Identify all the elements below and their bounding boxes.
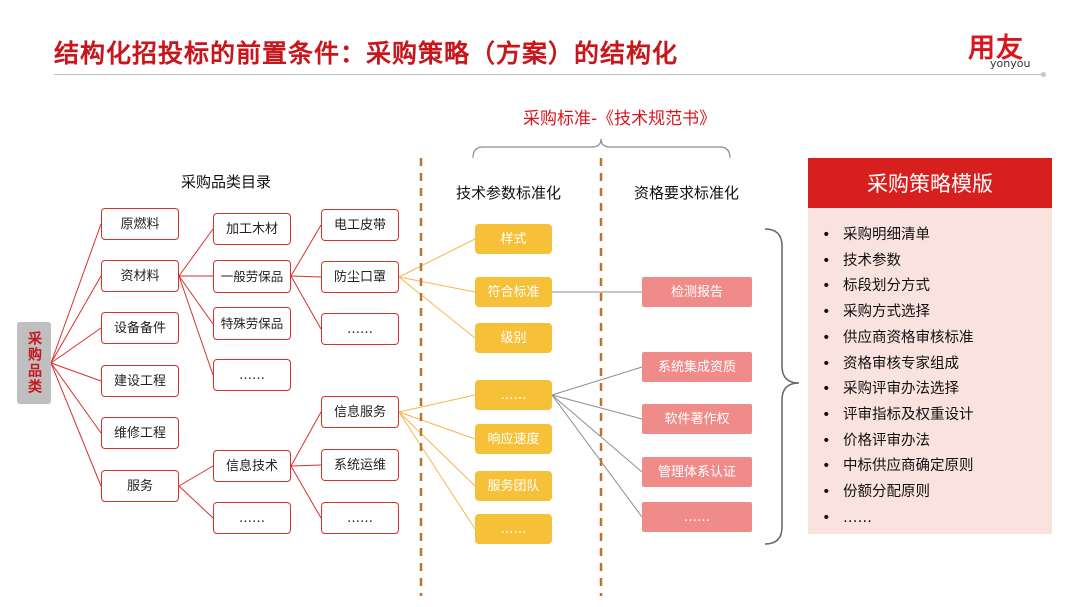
bullet-icon: • [822, 278, 831, 295]
root-category-box: 采购品类 [17, 322, 51, 404]
list-item: • 中标供应商确定原则 [822, 454, 1052, 480]
category-l3-info-service: 信息服务 [321, 396, 399, 428]
list-item-text: 标段划分方式 [843, 278, 930, 295]
yonyou-logo: 用友 [968, 33, 1024, 64]
list-item-text: 供应商资格审核标准 [843, 329, 974, 346]
list-item-text: 评审指标及权重设计 [843, 406, 974, 423]
list-item: • 供应商资格审核标准 [822, 326, 1052, 352]
category-l1-service: 服务 [101, 470, 179, 502]
category-l3-more: …… [321, 313, 399, 345]
list-item-text: …… [843, 509, 872, 526]
list-item: • …… [822, 506, 1052, 532]
category-l2-wood: 加工木材 [213, 213, 291, 245]
list-item-text: 采购评审办法选择 [843, 381, 959, 398]
list-item: • 标段划分方式 [822, 274, 1052, 300]
qual-item-software-copyright: 软件著作权 [642, 404, 752, 434]
category-l2-special-ppe: 特殊劳保品 [213, 307, 291, 340]
bullet-icon: • [822, 381, 831, 398]
qual-item-integration-cert: 系统集成资质 [642, 352, 752, 382]
bullet-icon: • [822, 329, 831, 346]
list-item-text: 价格评审办法 [843, 432, 930, 449]
category-l1-construction: 建设工程 [101, 365, 179, 397]
tech-item-more-2: …… [475, 514, 552, 544]
tech-item-compliance: 符合标准 [475, 277, 552, 307]
tech-item-service-team: 服务团队 [475, 471, 552, 501]
strategy-template-panel: 采购策略模版 • 采购明细清单 • 技术参数 • 标段划分方式 • 采购方式选择 • 供应… [808, 158, 1052, 534]
tech-standard-label: 技术参数标准化 [456, 184, 562, 202]
list-item: • 价格评审办法 [822, 429, 1052, 455]
category-l1-raw-fuel: 原燃料 [101, 208, 179, 240]
bullet-icon: • [822, 432, 831, 449]
qual-item-test-report: 检测报告 [642, 277, 752, 307]
category-l3-mask: 防尘口罩 [321, 261, 399, 293]
list-item: • 采购方式选择 [822, 300, 1052, 326]
qual-item-more: …… [642, 502, 752, 532]
title-rule [54, 74, 1044, 75]
qual-item-management-cert: 管理体系认证 [642, 457, 752, 487]
list-item: • 份额分配原则 [822, 480, 1052, 506]
bullet-icon: • [822, 458, 831, 475]
category-l1-maintenance: 维修工程 [101, 417, 179, 449]
list-item-text: 中标供应商确定原则 [843, 458, 974, 475]
bullet-icon: • [822, 252, 831, 269]
title-rule-dot [1041, 72, 1046, 77]
list-item: • 采购评审办法选择 [822, 377, 1052, 403]
catalog-label: 采购品类目录 [181, 173, 272, 191]
standard-title: 采购标准-《技术规范书》 [523, 109, 717, 129]
list-item: • 采购明细清单 [822, 223, 1052, 249]
bullet-icon: • [822, 509, 831, 526]
list-item-text: 技术参数 [843, 252, 901, 269]
tech-item-grade: 级别 [475, 323, 552, 353]
tech-item-more: …… [475, 380, 552, 410]
list-item-text: 份额分配原则 [843, 484, 930, 501]
tech-item-style: 样式 [475, 224, 552, 254]
bullet-icon: • [822, 227, 831, 243]
category-l2-more: …… [213, 359, 291, 391]
list-item: • 评审指标及权重设计 [822, 403, 1052, 429]
category-l2-general-ppe: 一般劳保品 [213, 260, 291, 293]
category-l1-equipment: 设备备件 [101, 312, 179, 344]
strategy-template-title: 采购策略模版 [808, 158, 1052, 208]
qualification-standard-label: 资格要求标准化 [634, 184, 740, 202]
bullet-icon: • [822, 406, 831, 423]
list-item-text: 采购明细清单 [843, 227, 930, 243]
category-l1-materials: 资材料 [101, 260, 179, 292]
bullet-icon: • [822, 355, 831, 372]
bullet-icon: • [822, 484, 831, 501]
category-l2-more-2: …… [213, 502, 291, 534]
page-title: 结构化招投标的前置条件：采购策略（方案）的结构化 [54, 39, 679, 68]
list-item-text: 采购方式选择 [843, 304, 930, 321]
category-l3-more-2: …… [321, 502, 399, 534]
list-item-text: 资格审核专家组成 [843, 355, 959, 372]
list-item: • 技术参数 [822, 249, 1052, 275]
strategy-template-list: • 采购明细清单 • 技术参数 • 标段划分方式 • 采购方式选择 • 供应商资格审核标准… [808, 208, 1052, 531]
category-l3-ops: 系统运维 [321, 449, 399, 481]
category-l2-it: 信息技术 [213, 450, 291, 482]
list-item: • 资格审核专家组成 [822, 352, 1052, 378]
yonyou-logo-text: yonyou [990, 57, 1031, 70]
tech-item-response-speed: 响应速度 [475, 424, 552, 454]
bullet-icon: • [822, 304, 831, 321]
category-l3-belt: 电工皮带 [321, 209, 399, 241]
